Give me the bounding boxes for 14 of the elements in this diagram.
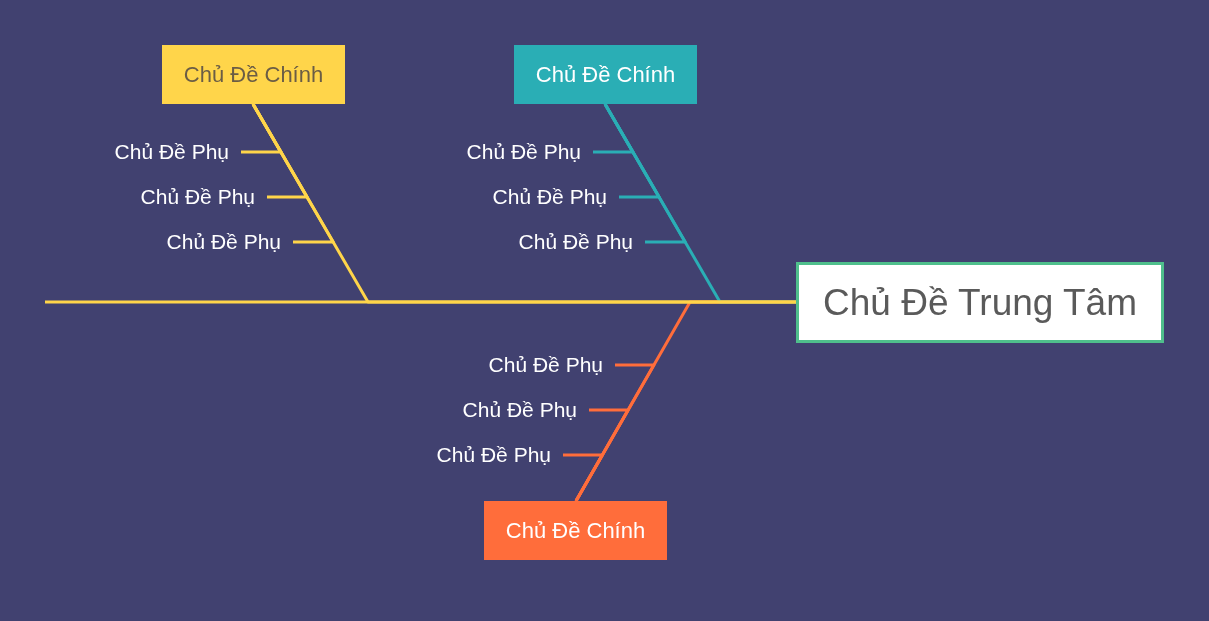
main-topic-box: Chủ Đề Chính [162,45,345,104]
subtopic-label: Chủ Đề Phụ [166,229,281,255]
spine-line [45,300,796,304]
central-topic-box: Chủ Đề Trung Tâm [796,262,1164,343]
subtopic-label: Chủ Đề Phụ [436,442,551,468]
subtopic-label: Chủ Đề Phụ [492,184,607,210]
subtopic-label: Chủ Đề Phụ [140,184,255,210]
main-topic-box: Chủ Đề Chính [514,45,697,104]
subtopic-label: Chủ Đề Phụ [462,397,577,423]
subtopic-label: Chủ Đề Phụ [518,229,633,255]
subtopic-label: Chủ Đề Phụ [488,352,603,378]
subtopic-label: Chủ Đề Phụ [466,139,581,165]
main-topic-box: Chủ Đề Chính [484,501,667,560]
subtopic-label: Chủ Đề Phụ [114,139,229,165]
